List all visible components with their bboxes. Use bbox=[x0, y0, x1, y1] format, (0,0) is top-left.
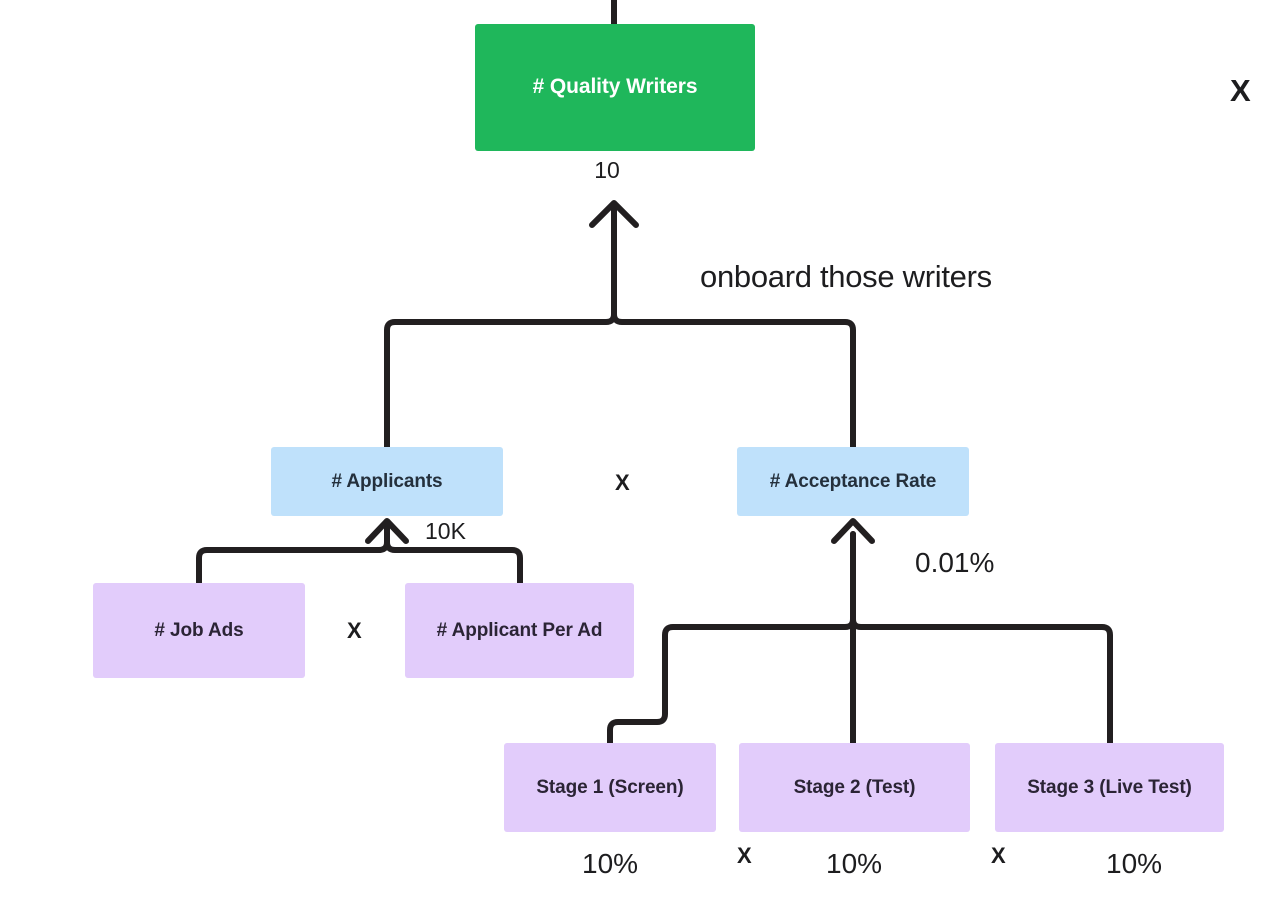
node-quality-writers[interactable]: # Quality Writers bbox=[475, 24, 755, 151]
value-applicants: 10K bbox=[425, 518, 466, 544]
wire-bracket-to-quality-writers bbox=[384, 203, 617, 450]
arrowhead-applicants bbox=[365, 518, 409, 544]
operator-multiply-stage1-stage2: X bbox=[737, 843, 752, 868]
value-stage-2-test: 10% bbox=[826, 848, 883, 879]
node-stage-1-screen[interactable]: Stage 1 (Screen) bbox=[504, 743, 716, 832]
wire-stage3-to-acceptance bbox=[850, 616, 1113, 746]
operator-multiply-jobads-perad: X bbox=[347, 618, 362, 643]
wire-bracket-right-arm bbox=[611, 311, 856, 450]
wire-jobads-to-applicants bbox=[196, 525, 390, 586]
node-label-quality-writers: # Quality Writers bbox=[532, 75, 698, 99]
node-label-acceptance-rate: # Acceptance Rate bbox=[769, 470, 937, 492]
node-applicant-per-ad[interactable]: # Applicant Per Ad bbox=[405, 583, 634, 678]
value-stage-3-live-test: 10% bbox=[1106, 848, 1163, 879]
arrowhead-quality-writers bbox=[589, 200, 639, 228]
arrowhead-acceptance-rate bbox=[831, 518, 875, 544]
operator-multiply-top-right: X bbox=[1230, 73, 1251, 108]
wire-applicantperad-to-applicants bbox=[384, 539, 523, 586]
node-label-job-ads: # Job Ads bbox=[154, 619, 244, 641]
node-stage-2-test[interactable]: Stage 2 (Test) bbox=[739, 743, 970, 832]
value-stage-1-screen: 10% bbox=[582, 848, 639, 879]
operator-multiply-stage2-stage3: X bbox=[991, 843, 1006, 868]
operator-multiply-applicants-acceptance: X bbox=[615, 470, 630, 495]
annotation-onboard-those-writers: onboard those writers bbox=[700, 259, 992, 294]
node-label-stage-2-test: Stage 2 (Test) bbox=[793, 776, 916, 798]
node-applicants[interactable]: # Applicants bbox=[271, 447, 503, 516]
wire-stage1-to-acceptance bbox=[607, 531, 856, 746]
node-acceptance-rate[interactable]: # Acceptance Rate bbox=[737, 447, 969, 516]
node-label-applicants: # Applicants bbox=[331, 470, 443, 492]
node-label-applicant-per-ad: # Applicant Per Ad bbox=[436, 619, 603, 641]
value-acceptance-rate: 0.01% bbox=[915, 547, 995, 578]
node-label-stage-1-screen: Stage 1 (Screen) bbox=[536, 776, 684, 798]
node-job-ads[interactable]: # Job Ads bbox=[93, 583, 305, 678]
node-label-stage-3-live-test: Stage 3 (Live Test) bbox=[1027, 776, 1192, 798]
value-quality-writers: 10 bbox=[594, 157, 620, 183]
node-stage-3-live-test[interactable]: Stage 3 (Live Test) bbox=[995, 743, 1224, 832]
